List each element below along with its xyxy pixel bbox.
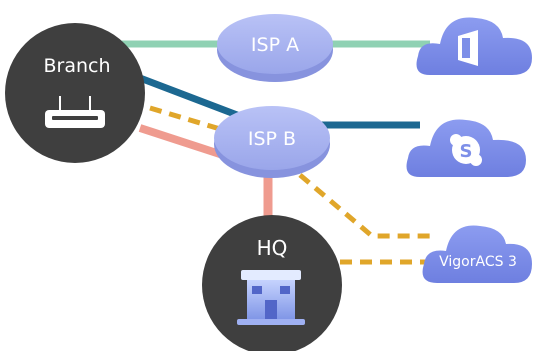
isp-a-label: ISP A: [251, 34, 299, 56]
svg-text:S: S: [460, 141, 473, 162]
office-icon: [458, 30, 478, 66]
link-branch-isp-b: [138, 74, 247, 122]
link-isp-b-acs-dashed: [298, 173, 435, 239]
vigoracs-label: VigorACS 3: [439, 254, 517, 270]
hq-label: HQ: [257, 236, 288, 260]
branch-node: Branch: [5, 23, 145, 163]
isp-a-node: ISP A: [217, 14, 333, 82]
building-icon: [237, 270, 305, 325]
isp-b-label: ISP B: [248, 128, 296, 150]
hq-node: HQ: [202, 215, 342, 351]
office-cloud: [416, 17, 532, 75]
skype-icon: S: [450, 134, 482, 166]
isp-b-node: ISP B: [214, 106, 330, 178]
branch-label: Branch: [43, 55, 110, 77]
router-icon: [45, 96, 105, 128]
vigoracs-cloud: VigorACS 3: [422, 225, 532, 283]
skype-cloud: S: [406, 119, 526, 177]
